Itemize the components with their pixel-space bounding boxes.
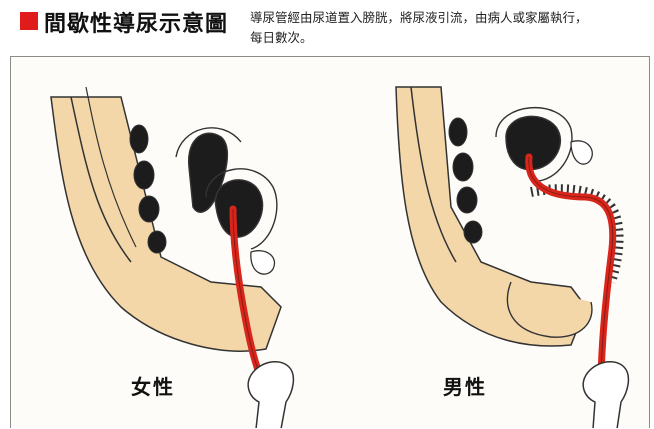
female-pubic-bone [250,250,276,275]
label-female: 女性 [131,375,175,399]
description-line-2: 每日數次。 [250,30,313,45]
header: 間歇性導尿示意圖 導尿管經由尿道置入膀胱，將尿液引流，由病人或家屬執行， 每日數… [0,0,654,52]
male-bladder [505,115,561,171]
female-rectum [129,124,167,254]
male-anatomy [395,86,630,428]
male-urethra [530,184,624,284]
male-hand [582,360,630,428]
male-catheter [525,153,617,391]
male-pubic-bone [570,140,593,165]
male-rectum [448,117,483,244]
male-spine [410,86,457,263]
catheterization-illustration [50,86,630,428]
female-anatomy [50,86,295,428]
female-bladder [214,179,264,238]
female-spine [70,96,132,263]
description-line-1: 導尿管經由尿道置入膀胱，將尿液引流，由病人或家屬執行， [250,10,588,25]
page-title: 間歇性導尿示意圖 [44,12,229,37]
label-male: 男性 [443,375,487,399]
title-marker [20,12,38,30]
illustration-frame: 女性 男性 [10,56,650,428]
description: 導尿管經由尿道置入膀胱，將尿液引流，由病人或家屬執行， 每日數次。 [250,8,650,48]
female-hand [247,360,295,428]
female-body-skin [50,96,282,352]
